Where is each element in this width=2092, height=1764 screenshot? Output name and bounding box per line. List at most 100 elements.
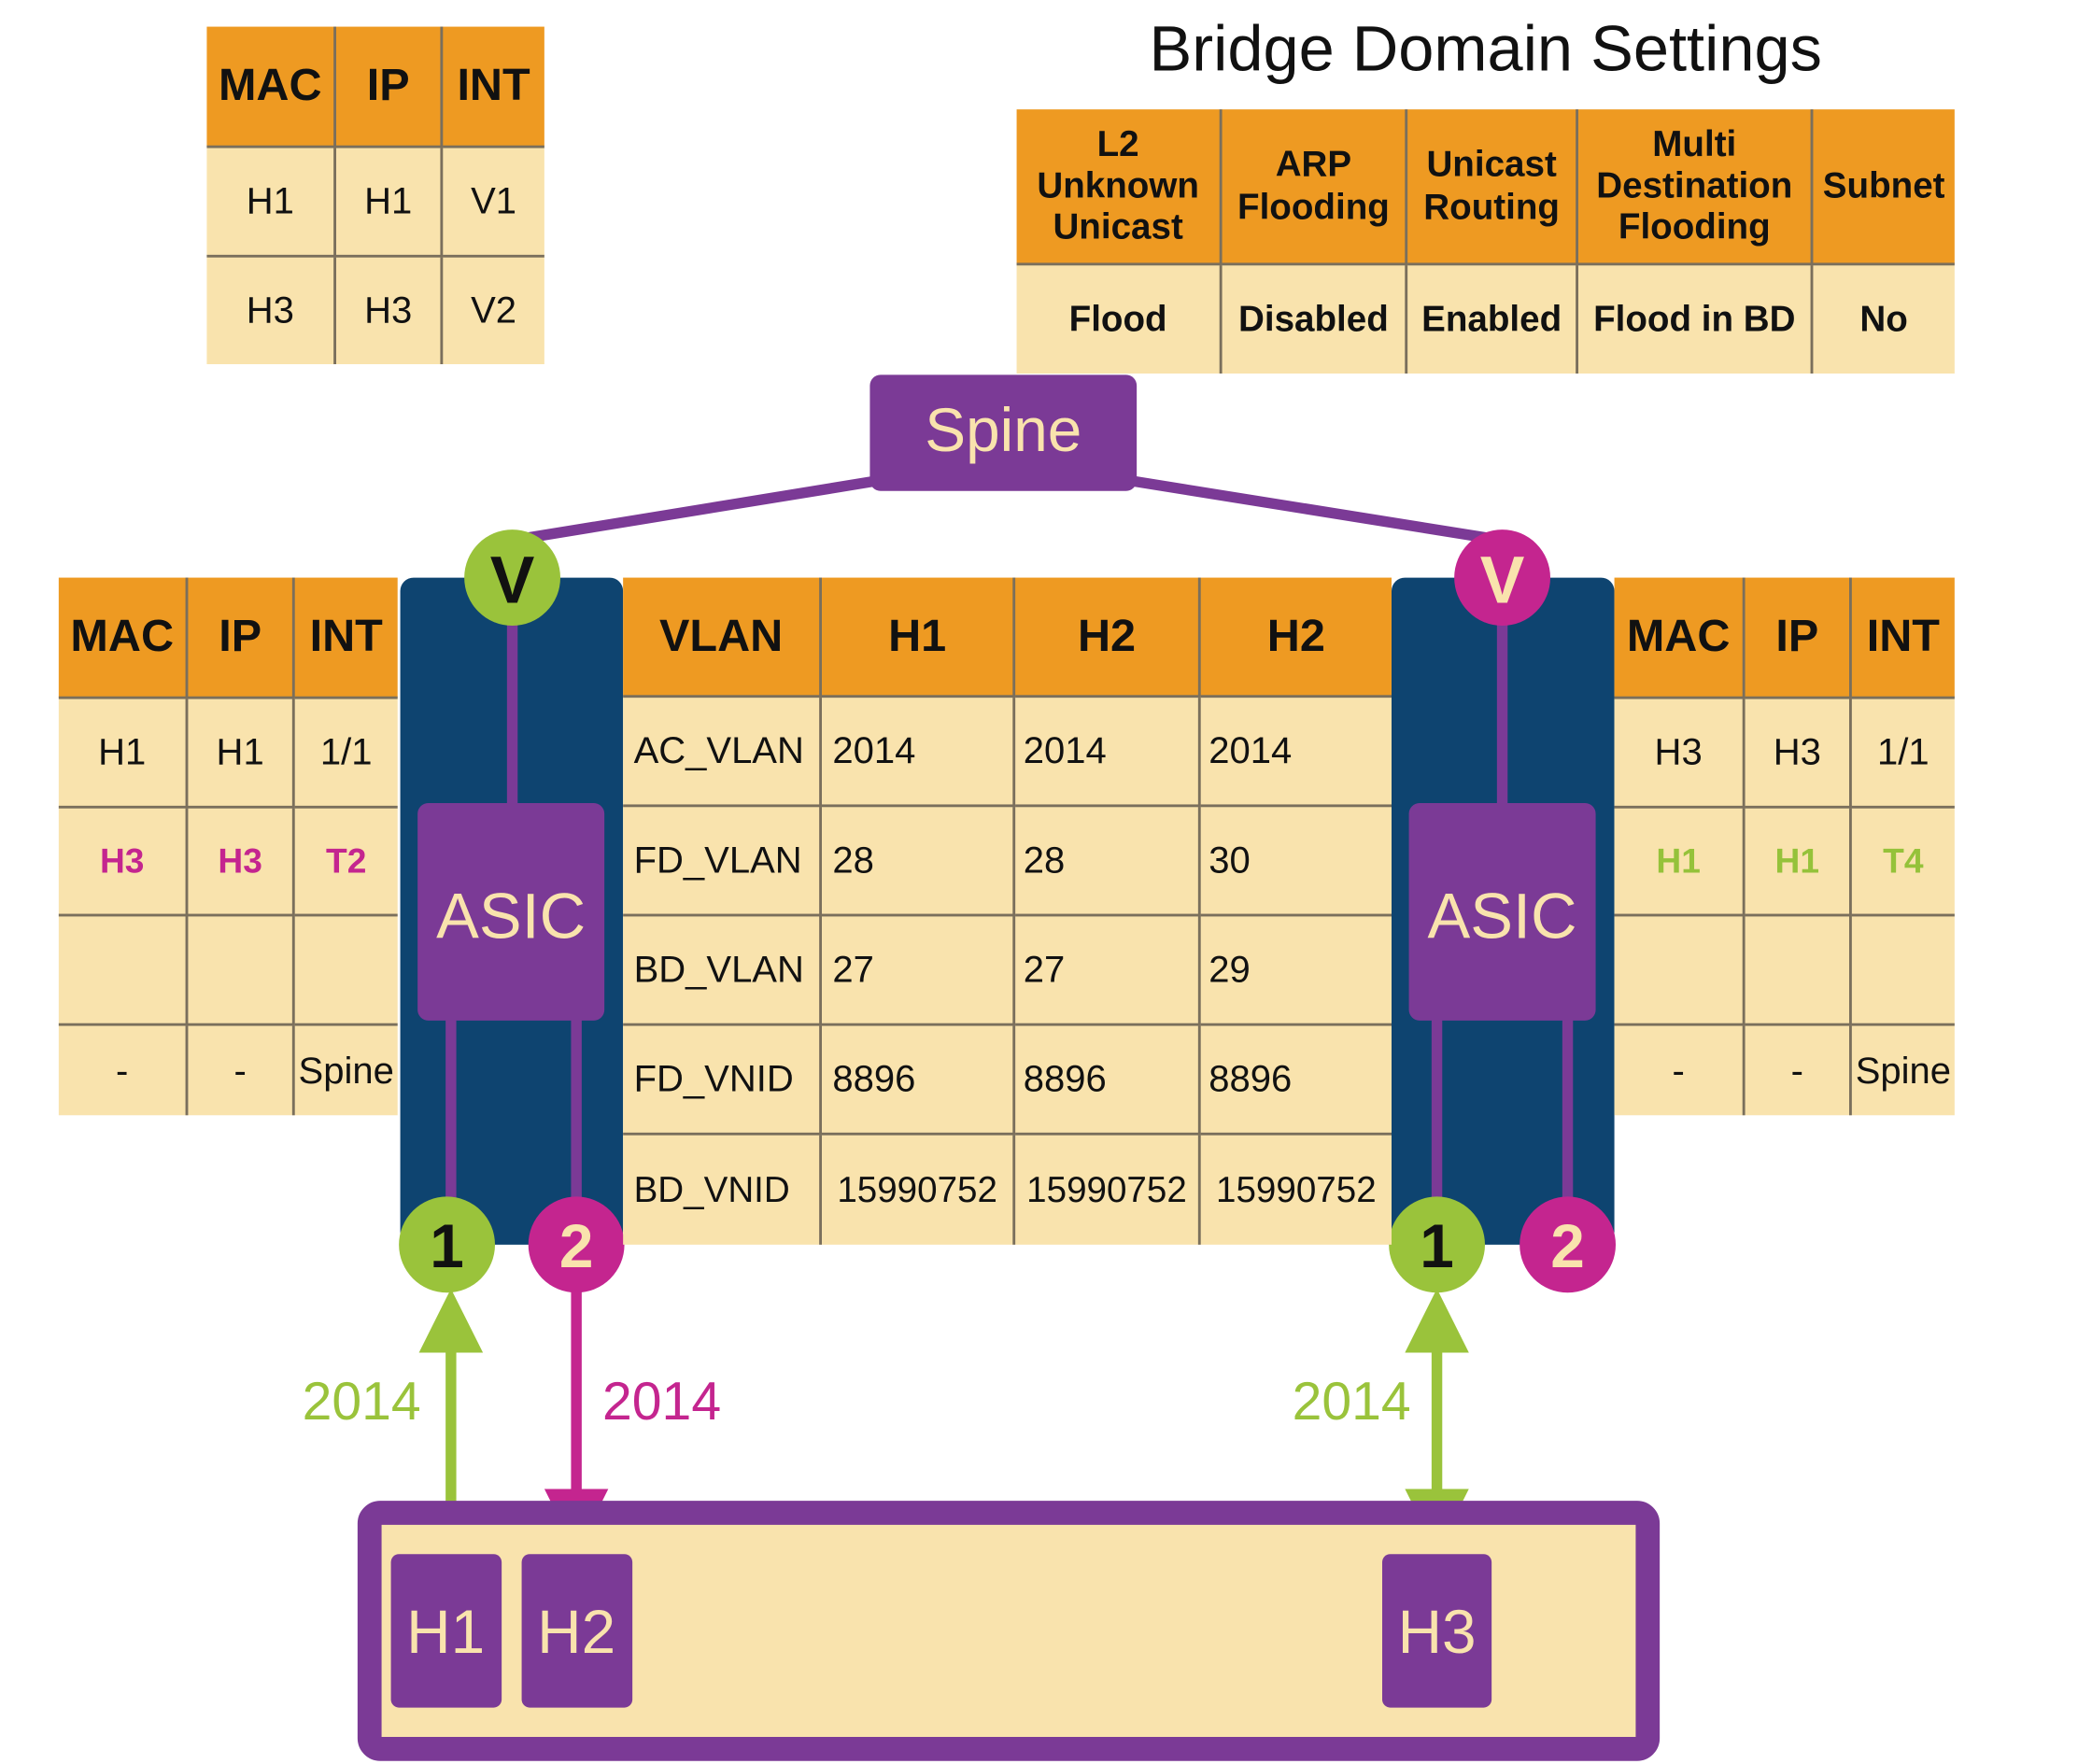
table-cell: 29: [1197, 913, 1392, 1026]
table-cell: H1: [185, 696, 295, 809]
table-cell: Spine: [291, 1023, 398, 1116]
asic-right: [1408, 802, 1596, 1021]
host-h3: [1381, 1554, 1492, 1708]
table-cell: 2014: [1012, 695, 1201, 808]
table-cell: H1: [58, 696, 189, 809]
host-h3-label: H3: [1398, 1598, 1477, 1666]
table-cell: Flood: [1016, 262, 1223, 374]
table-cell: H3: [333, 254, 444, 364]
vlan-label-h2: 2014: [602, 1372, 721, 1432]
table-cell: 28: [819, 804, 1016, 917]
table-cell: Spine: [1848, 1023, 1955, 1116]
table-cell: H1: [1614, 805, 1746, 917]
port-left-2-icon: [528, 1196, 625, 1293]
col-header: IP: [333, 26, 444, 148]
table-cell: 8896: [1012, 1023, 1201, 1136]
host-group: [357, 1501, 1661, 1761]
table-cell: [185, 913, 295, 1026]
table-cell: -: [185, 1023, 295, 1116]
col-header: INT: [291, 577, 398, 699]
table-cell: 2014: [1197, 695, 1392, 808]
table-cell: No: [1810, 262, 1955, 374]
table-cell: Disabled: [1219, 262, 1408, 374]
host-h1: [390, 1554, 502, 1708]
table-cell: 15990752: [1197, 1132, 1392, 1245]
table-cell: H1: [206, 145, 336, 258]
col-header: INT: [1848, 577, 1955, 699]
table-cell: 8896: [1197, 1023, 1392, 1136]
table-row: --Spine: [1614, 1023, 1955, 1116]
asic-left-label: ASIC: [436, 880, 586, 952]
table-cell: V1: [440, 145, 544, 258]
col-header: ARP Flooding: [1219, 109, 1408, 266]
table-cell: Flood in BD: [1576, 262, 1814, 374]
host-h1-label: H1: [406, 1598, 485, 1666]
table-cell: [58, 913, 189, 1026]
spine-box: [869, 374, 1138, 491]
spine-label: Spine: [925, 396, 1081, 464]
table-cell: H1: [333, 145, 444, 258]
col-header: MAC: [58, 577, 189, 699]
col-header: INT: [440, 26, 544, 148]
col-header: MAC: [1614, 577, 1746, 699]
col-header: IP: [1742, 577, 1852, 699]
asic-right-label: ASIC: [1428, 880, 1577, 952]
table-cell: 15990752: [819, 1132, 1016, 1245]
col-header: L2 Unknown Unicast: [1016, 109, 1223, 266]
col-header: H1: [819, 577, 1016, 699]
port-left-1-icon: [399, 1196, 495, 1293]
table-cell: 27: [1012, 913, 1201, 1026]
host-h2-label: H2: [537, 1598, 615, 1666]
col-header: IP: [185, 577, 295, 699]
port-left-2-label: 2: [559, 1212, 594, 1280]
table-cell: FD_VLAN: [623, 804, 822, 917]
host-h2: [521, 1554, 633, 1708]
table-cell: [291, 913, 398, 1026]
table-cell: H3: [1614, 696, 1746, 809]
table-cell: V2: [440, 254, 544, 364]
table-row: [58, 913, 398, 1026]
table-cell: AC_VLAN: [623, 695, 822, 808]
spine-link-right: [1126, 474, 1504, 546]
table-cell: H1: [1742, 805, 1852, 917]
vtep-left-icon: [464, 529, 560, 626]
table-cell: H3: [206, 254, 336, 364]
table-cell: H3: [1742, 696, 1852, 809]
col-header: MAC: [206, 26, 336, 148]
col-header: VLAN: [623, 577, 822, 699]
col-header: H2: [1197, 577, 1392, 699]
table-cell: BD_VLAN: [623, 913, 822, 1026]
table-cell: -: [58, 1023, 189, 1116]
port-right-1-label: 1: [1420, 1212, 1454, 1280]
table-cell: 8896: [819, 1023, 1016, 1136]
table-cell: BD_VNID: [623, 1132, 822, 1245]
vlan-label-h3: 2014: [1293, 1372, 1411, 1432]
vlan-label-h1: 2014: [303, 1372, 421, 1432]
table-cell: 30: [1197, 804, 1392, 917]
table-cell: T4: [1848, 805, 1955, 917]
table-cell: -: [1614, 1023, 1746, 1116]
table-row: --Spine: [58, 1023, 398, 1116]
table-cell: [1848, 913, 1955, 1026]
port-right-1-icon: [1389, 1196, 1485, 1293]
table-cell: 1/1: [1848, 696, 1955, 809]
col-header: Subnet: [1810, 109, 1955, 266]
table-cell: 1/1: [291, 696, 398, 809]
vtep-right-icon: [1454, 529, 1550, 626]
table-cell: FD_VNID: [623, 1023, 822, 1136]
port-right-2-label: 2: [1550, 1212, 1585, 1280]
